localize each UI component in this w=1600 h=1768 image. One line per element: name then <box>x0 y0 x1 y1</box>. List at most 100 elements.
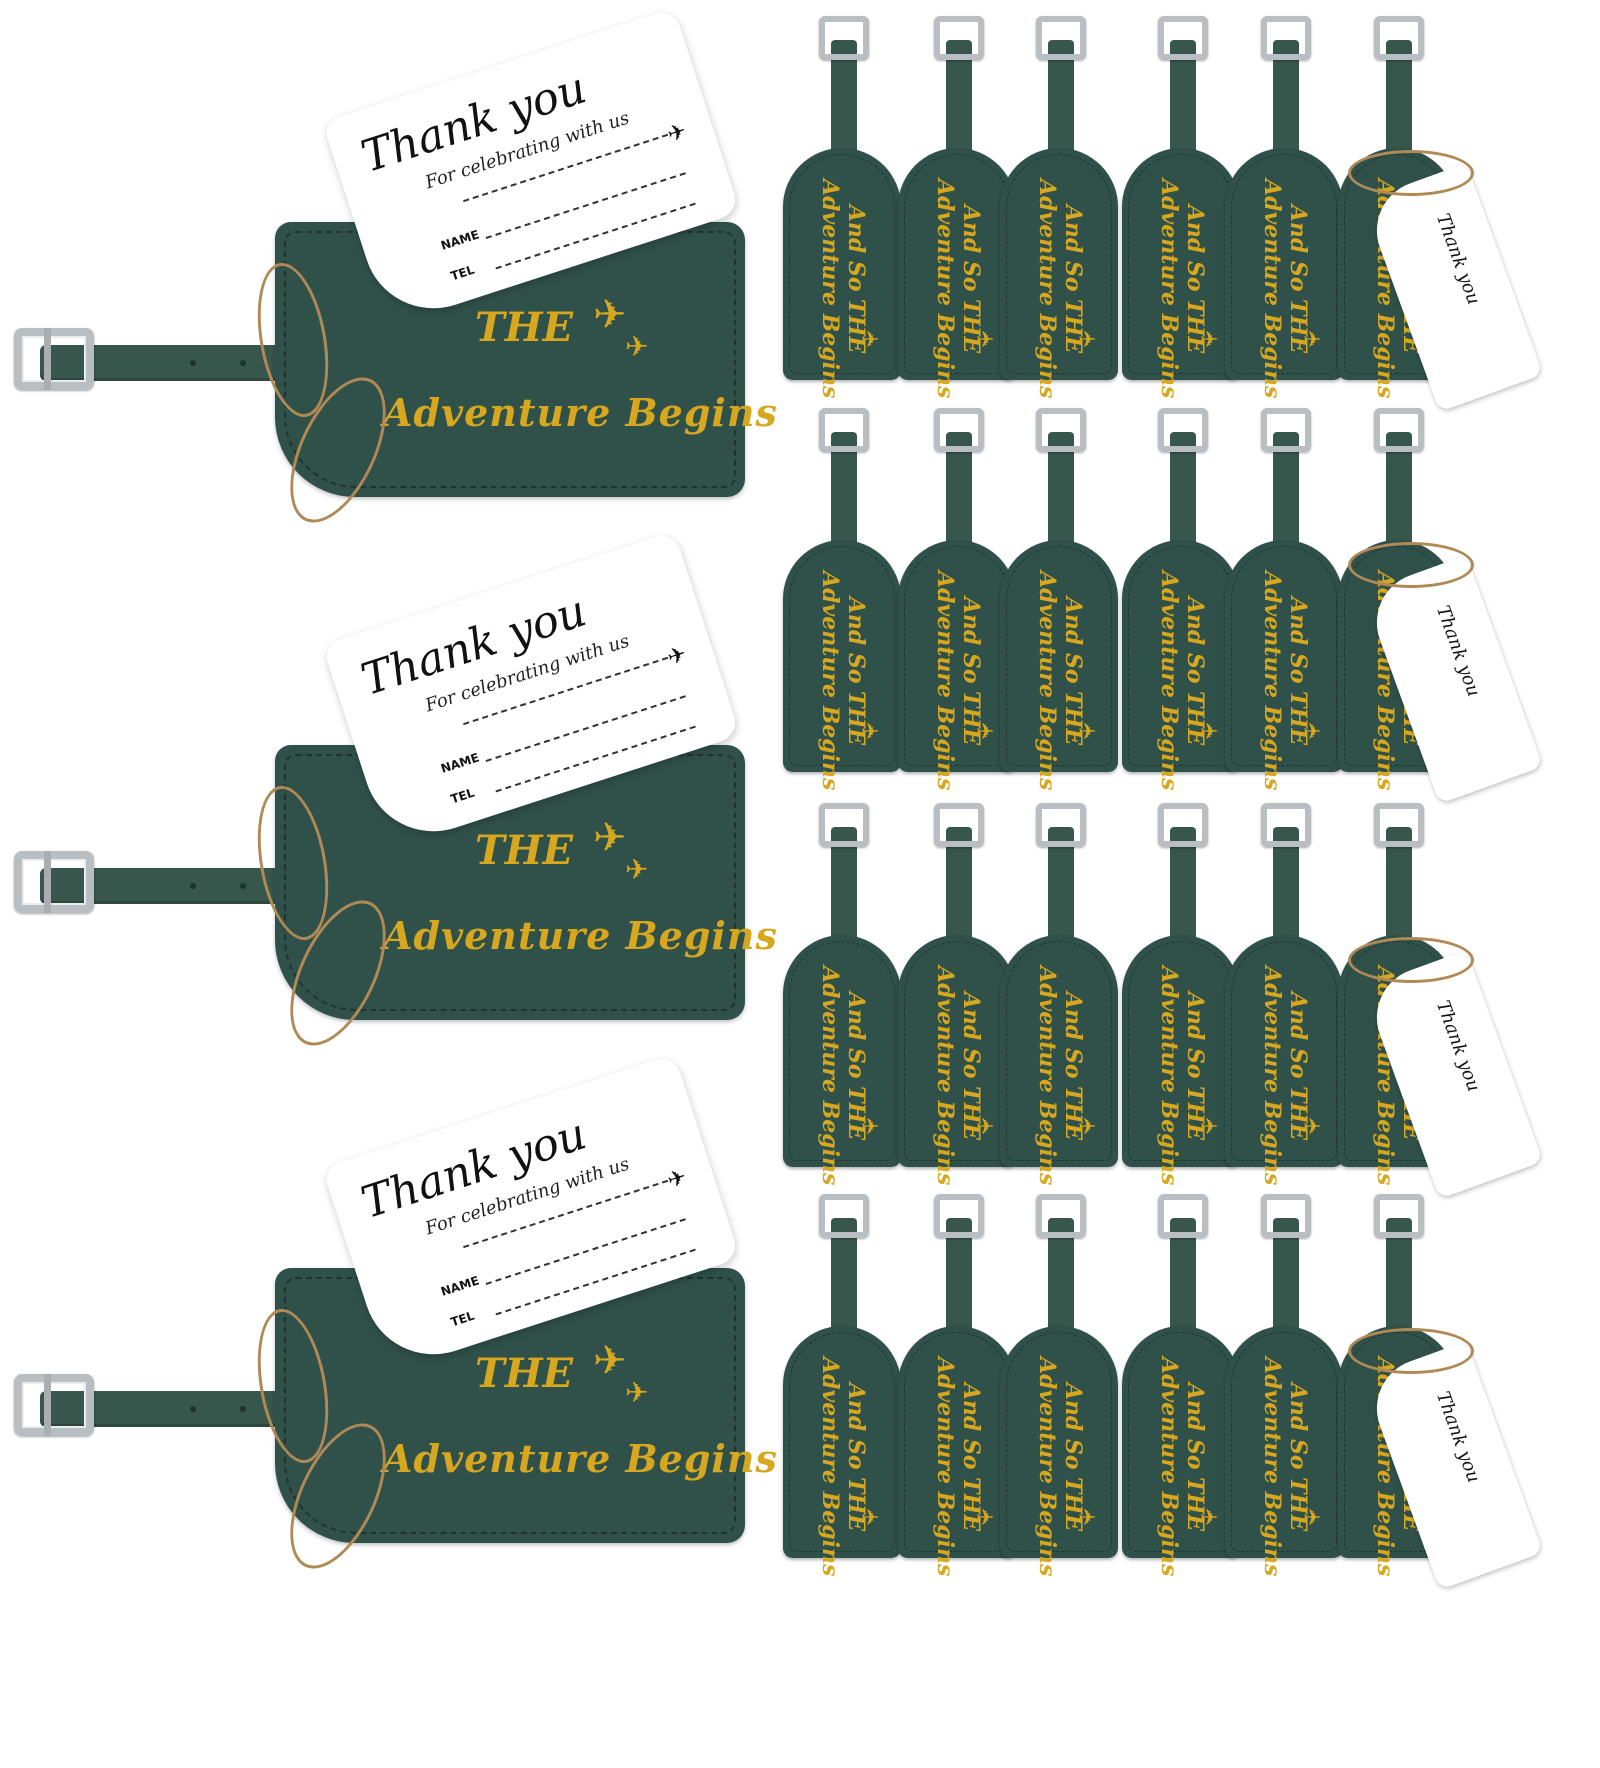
airplane-icon: ✈ <box>976 720 995 745</box>
strap-hole <box>240 1406 246 1412</box>
airplane-icon: ✈ <box>1078 1115 1097 1140</box>
strap-hole <box>190 360 196 366</box>
tag-text-line-2: Adventure Begins <box>1156 571 1182 791</box>
tag-text-line-2: Adventure Begins <box>817 179 843 399</box>
buckle-icon <box>1158 803 1208 847</box>
large-luggage-tag-3: THE ✈ ✈ Adventure Begins Thank you For c… <box>0 1053 777 1768</box>
leather-tag-body: And So THE Adventure Begins ✈ <box>783 540 901 790</box>
strap-hole <box>190 883 196 889</box>
small-luggage-tag-r2-c2: And So THE Adventure Begins ✈ <box>898 402 1016 792</box>
buckle-icon <box>1261 1194 1311 1238</box>
small-luggage-tag-r3-c3: And So THE Adventure Begins ✈ <box>1000 797 1118 1187</box>
buckle-icon <box>14 851 94 913</box>
airplane-icon: ✈ <box>1200 720 1219 745</box>
airplane-icon: ✈ <box>861 1115 880 1140</box>
leather-tag-body: And So THE Adventure Begins ✈ <box>1122 1326 1240 1577</box>
tag-text-line-2: Adventure Begins <box>1034 1357 1060 1577</box>
airplane-icon: ✈ <box>861 720 880 745</box>
buckle-icon <box>1158 408 1208 452</box>
small-luggage-tag-r3-c1: And So THE Adventure Begins ✈ <box>783 797 901 1187</box>
airplane-icon: ✈ <box>664 641 690 672</box>
buckle-icon <box>1036 803 1086 847</box>
leather-tag-body: And So THE Adventure Begins ✈ <box>1225 148 1343 398</box>
leather-tag-body: And So THE Adventure Begins ✈ <box>1000 540 1118 791</box>
airplane-icon: ✈ <box>1303 1506 1322 1531</box>
tag-text-line-2: Adventure Begins <box>1156 966 1182 1186</box>
small-luggage-tag-r2-c5: And So THE Adventure Begins ✈ <box>1225 402 1343 792</box>
name-label: NAME <box>439 227 481 253</box>
buckle-icon <box>1036 1194 1086 1238</box>
small-luggage-tag-r3-c2: And So THE Adventure Begins ✈ <box>898 797 1016 1187</box>
strap-hole <box>240 883 246 889</box>
small-luggage-tag-r4-c1: And So THE Adventure Begins ✈ <box>783 1188 901 1578</box>
small-luggage-tag-r4-c5: And So THE Adventure Begins ✈ <box>1225 1188 1343 1578</box>
large-luggage-tag-1: THE ✈ ✈ Adventure Begins Thank you For c… <box>0 7 777 722</box>
airplane-icon: ✈ <box>1078 1506 1097 1531</box>
buckle-icon <box>1261 16 1311 60</box>
tag-text-line-2: Adventure Begins <box>1034 966 1060 1186</box>
tag-text-line-2: Adventure Begins <box>932 966 958 1186</box>
airplane-icon: ✈ <box>1078 328 1097 353</box>
airplane-icon: ✈ <box>1303 1115 1322 1140</box>
tag-text-line-2: Adventure Begins <box>1156 179 1182 399</box>
leather-tag-body: And So THE Adventure Begins ✈ <box>1225 935 1343 1186</box>
tag-the-text: THE <box>475 304 574 351</box>
card-title: Thank you <box>1431 997 1485 1095</box>
small-luggage-tag-r2-c3: And So THE Adventure Begins ✈ <box>1000 402 1118 792</box>
tel-label: TEL <box>448 785 477 807</box>
tag-strap <box>40 345 305 381</box>
large-luggage-tag-2: THE ✈ ✈ Adventure Begins Thank you For c… <box>0 530 777 1245</box>
small-luggage-tag-r2-c1: And So THE Adventure Begins ✈ <box>783 402 901 792</box>
buckle-icon <box>1374 1194 1424 1238</box>
tag-adventure-text: Adventure Begins <box>383 1436 778 1481</box>
tel-label: TEL <box>448 262 477 284</box>
airplane-icon: ✈ <box>1200 328 1219 353</box>
airplane-icon: ✈ <box>976 1115 995 1140</box>
tag-text-line-2: Adventure Begins <box>932 179 958 399</box>
buckle-icon <box>934 408 984 452</box>
tag-text-line-2: Adventure Begins <box>932 571 958 791</box>
card-title: Thank you <box>1431 1388 1485 1486</box>
airplane-icon: ✈ <box>593 815 627 861</box>
strap-hole <box>240 360 246 366</box>
airplane-icon: ✈ <box>1200 1115 1219 1140</box>
leather-tag-body: And So THE Adventure Begins ✈ <box>898 1326 1016 1576</box>
tag-text-line-2: Adventure Begins <box>1034 179 1060 399</box>
leather-tag-body: And So THE Adventure Begins ✈ <box>1122 540 1240 791</box>
tel-label: TEL <box>448 1308 477 1330</box>
small-luggage-tag-r4-c2: And So THE Adventure Begins ✈ <box>898 1188 1016 1578</box>
buckle-icon <box>1374 16 1424 60</box>
leather-tag-body: And So THE Adventure Begins ✈ <box>1122 148 1240 399</box>
buckle-icon <box>1261 803 1311 847</box>
airplane-icon: ✈ <box>1303 720 1322 745</box>
small-luggage-tag-r4-c3: And So THE Adventure Begins ✈ <box>1000 1188 1118 1578</box>
tag-text-line-2: Adventure Begins <box>1156 1357 1182 1577</box>
airplane-icon: ✈ <box>861 328 880 353</box>
leather-tag-body: And So THE Adventure Begins ✈ <box>898 540 1016 791</box>
card-title: Thank you <box>1431 602 1485 700</box>
buckle-icon <box>1374 408 1424 452</box>
buckle-icon <box>819 16 869 60</box>
strap-hole <box>190 1406 196 1412</box>
tag-strap <box>40 868 305 904</box>
airplane-icon: ✈ <box>664 1164 690 1195</box>
small-luggage-tag-r4-c4: And So THE Adventure Begins ✈ <box>1122 1188 1240 1578</box>
leather-tag-body: And So THE Adventure Begins ✈ <box>783 935 901 1185</box>
twine-loop <box>1348 542 1474 588</box>
tag-adventure-text: Adventure Begins <box>383 390 778 435</box>
buckle-icon <box>819 803 869 847</box>
leather-tag-body: And So THE Adventure Begins ✈ <box>1000 935 1118 1186</box>
leather-tag-body: And So THE Adventure Begins ✈ <box>898 935 1016 1186</box>
airplane-icon: ✈ <box>625 1376 649 1409</box>
tag-text-line-2: Adventure Begins <box>1034 571 1060 791</box>
small-luggage-tag-r1-c6: And So THE Adventure Begins Thank you <box>1338 10 1544 413</box>
name-label: NAME <box>439 750 481 776</box>
buckle-icon <box>934 16 984 60</box>
name-label: NAME <box>439 1273 481 1299</box>
small-luggage-tag-r4-c6: And So THE Adventure Begins Thank you <box>1338 1188 1544 1591</box>
tag-text-line-2: Adventure Begins <box>1259 966 1285 1186</box>
airplane-icon: ✈ <box>976 1506 995 1531</box>
airplane-icon: ✈ <box>593 292 627 338</box>
product-photo: THE ✈ ✈ Adventure Begins Thank you For c… <box>0 7 1544 1591</box>
leather-tag-body: And So THE Adventure Begins ✈ <box>898 148 1016 399</box>
